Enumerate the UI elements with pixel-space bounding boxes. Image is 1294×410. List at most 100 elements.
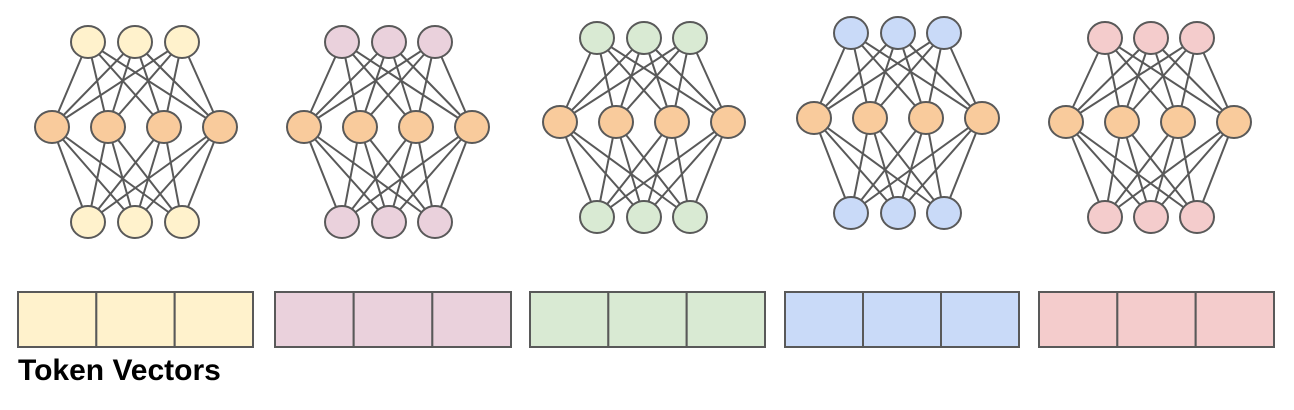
vector-cell — [685, 291, 766, 348]
connection-line — [813, 32, 899, 119]
hidden-node — [146, 110, 182, 144]
connection-line — [51, 126, 183, 223]
connection-line — [303, 126, 390, 223]
hidden-node — [342, 110, 378, 144]
vector-cell — [784, 291, 864, 348]
output-node — [371, 205, 407, 239]
vector-cell — [95, 291, 176, 348]
connection-line — [87, 41, 165, 128]
input-node — [371, 25, 407, 59]
hidden-node — [908, 101, 944, 135]
connection-line — [850, 117, 927, 214]
hidden-node — [796, 101, 832, 135]
connection-line — [87, 126, 221, 223]
hidden-node — [398, 110, 434, 144]
network-connections — [813, 32, 983, 214]
output-node — [880, 196, 916, 230]
vector-cell — [1038, 291, 1119, 348]
connection-line — [596, 121, 673, 218]
connection-line — [51, 41, 136, 128]
output-node — [833, 196, 869, 230]
connection-line — [341, 126, 473, 223]
connection-line — [1121, 121, 1198, 218]
hidden-node — [710, 105, 746, 139]
connection-line — [51, 126, 136, 223]
connection-line — [869, 32, 945, 119]
connection-line — [897, 32, 983, 119]
input-node — [117, 25, 153, 59]
hidden-node — [852, 101, 888, 135]
token-vector — [1038, 291, 1276, 348]
vector-cell — [17, 291, 98, 348]
network-red — [1048, 21, 1252, 234]
output-node — [324, 205, 360, 239]
vector-cell — [1116, 291, 1197, 348]
token-vector — [274, 291, 512, 348]
vector-cell — [940, 291, 1020, 348]
hidden-node — [542, 105, 578, 139]
connection-line — [850, 32, 927, 119]
hidden-node — [34, 110, 70, 144]
token-vectors-label: Token Vectors — [18, 354, 221, 387]
vector-cell — [1194, 291, 1276, 348]
token-vectors-group — [17, 291, 1276, 348]
input-node — [579, 21, 615, 55]
hidden-node — [454, 110, 490, 144]
hidden-node — [964, 101, 1000, 135]
connection-line — [850, 117, 983, 214]
connection-line — [341, 126, 417, 223]
connection-line — [1150, 121, 1235, 218]
connection-line — [107, 41, 183, 128]
connection-line — [869, 117, 945, 214]
connection-line — [303, 126, 436, 223]
network-connections — [303, 41, 473, 223]
networks-group — [34, 16, 1252, 239]
vector-cell — [274, 291, 355, 348]
connection-line — [87, 126, 165, 223]
hidden-node — [286, 110, 322, 144]
hidden-node — [1160, 105, 1196, 139]
output-node — [1179, 200, 1215, 234]
output-node — [926, 196, 962, 230]
connection-line — [341, 41, 417, 128]
token-vector — [17, 291, 254, 348]
input-node — [417, 25, 453, 59]
connection-line — [615, 37, 691, 123]
connection-line — [596, 37, 729, 123]
input-node — [1087, 21, 1123, 55]
connection-line — [643, 37, 729, 123]
network-connections — [1065, 37, 1235, 218]
network-connections — [51, 41, 221, 223]
connection-line — [341, 41, 473, 128]
input-node — [324, 25, 360, 59]
connection-line — [388, 126, 473, 223]
connection-line — [643, 121, 729, 218]
hidden-node — [1216, 105, 1252, 139]
input-node — [672, 21, 708, 55]
output-node — [579, 200, 615, 234]
input-node — [833, 16, 869, 50]
connection-line — [1065, 37, 1198, 123]
connection-line — [897, 117, 983, 214]
hidden-node — [90, 110, 126, 144]
hidden-node — [202, 110, 238, 144]
network-green — [542, 21, 746, 234]
connection-line — [303, 41, 390, 128]
input-node — [626, 21, 662, 55]
vector-cell — [173, 291, 254, 348]
connection-line — [1104, 121, 1235, 218]
connection-line — [107, 126, 183, 223]
network-blue — [796, 16, 1000, 230]
output-node — [672, 200, 708, 234]
connection-line — [1104, 37, 1235, 123]
connection-line — [359, 41, 436, 128]
output-node — [1087, 200, 1123, 234]
input-node — [1179, 21, 1215, 55]
connection-line — [559, 37, 691, 123]
input-node — [70, 25, 106, 59]
input-node — [880, 16, 916, 50]
connection-line — [1065, 121, 1152, 218]
connection-line — [359, 126, 436, 223]
connection-line — [559, 121, 691, 218]
